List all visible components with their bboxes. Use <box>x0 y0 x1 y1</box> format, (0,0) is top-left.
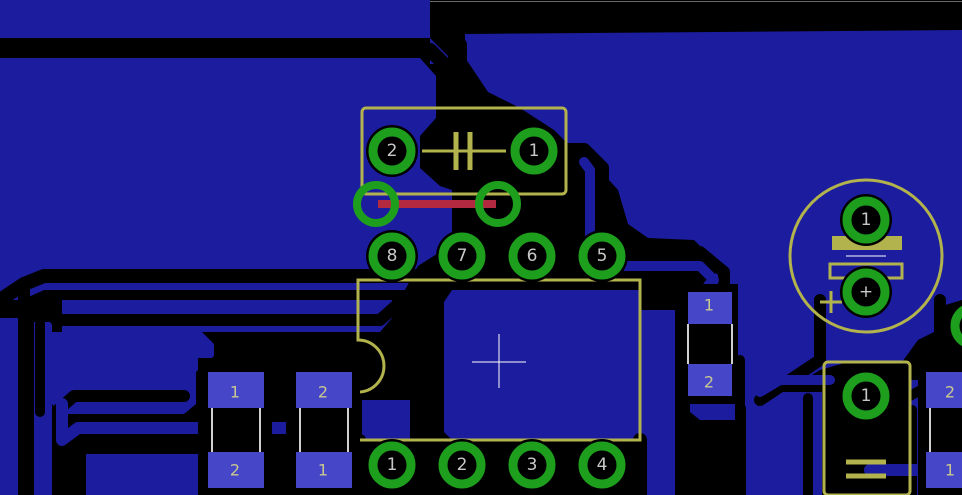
ic-pad[interactable] <box>578 232 626 280</box>
via[interactable] <box>353 181 399 227</box>
pad[interactable] <box>842 372 890 420</box>
pad[interactable] <box>842 268 890 316</box>
pad-label: 1 <box>861 210 872 230</box>
smd-pad[interactable] <box>926 452 962 488</box>
ic-pad[interactable] <box>368 232 416 280</box>
ic-pin-label: 3 <box>527 455 538 475</box>
via[interactable] <box>475 181 521 227</box>
ic-pin-label: 4 <box>597 455 608 475</box>
ic-pad[interactable] <box>438 232 486 280</box>
cap-top-outline <box>360 106 568 196</box>
smd-pad[interactable] <box>688 292 732 324</box>
ic-pin-label: 7 <box>457 246 468 266</box>
smd-label: 2 <box>945 383 955 402</box>
smd-pad[interactable] <box>296 372 352 408</box>
electrolytic-plus-mark <box>820 291 842 313</box>
smd-pad[interactable] <box>688 364 732 396</box>
ic-pad[interactable] <box>508 441 556 489</box>
pad-label: + <box>859 282 873 302</box>
smd-label: 2 <box>230 461 240 480</box>
smd-pad[interactable] <box>926 372 962 408</box>
ic-pin-label: 5 <box>597 246 608 266</box>
smd-label: 1 <box>230 383 240 402</box>
smd-label: 1 <box>945 461 955 480</box>
ic-pin-label: 8 <box>387 246 398 266</box>
pad[interactable] <box>950 305 962 347</box>
pad-label: 1 <box>529 141 540 161</box>
smd-label: 2 <box>704 373 714 392</box>
electrolytic-outline <box>788 178 944 334</box>
ic-pin-label: 1 <box>387 455 398 475</box>
ic-pin-label: 6 <box>527 246 538 266</box>
smd-right-component[interactable]: 1 2 <box>682 284 738 404</box>
smd-a-component[interactable]: 1 2 <box>198 358 272 495</box>
ic-pad[interactable] <box>368 441 416 489</box>
smd-b-component[interactable]: 2 1 <box>286 358 360 495</box>
smd-pad[interactable] <box>296 452 352 488</box>
smd-label: 1 <box>318 461 328 480</box>
pad[interactable] <box>510 127 558 175</box>
thru-hole-pads: 2 1 8 7 6 5 1 2 3 4 <box>353 125 962 491</box>
ic-pad[interactable] <box>578 441 626 489</box>
smd-edge-component[interactable]: 2 1 <box>918 362 962 495</box>
pad-label: 1 <box>861 386 872 406</box>
smd-pad[interactable] <box>208 452 264 488</box>
smd-pad[interactable] <box>208 372 264 408</box>
pad[interactable] <box>368 127 416 175</box>
smd-label: 2 <box>318 383 328 402</box>
ic-pin-label: 2 <box>457 455 468 475</box>
smd-label: 1 <box>704 296 714 315</box>
ic-pad[interactable] <box>438 441 486 489</box>
pad-label: 2 <box>387 141 398 161</box>
ic-pad[interactable] <box>508 232 556 280</box>
pad[interactable] <box>842 196 890 244</box>
cap-low-outline <box>822 360 912 495</box>
